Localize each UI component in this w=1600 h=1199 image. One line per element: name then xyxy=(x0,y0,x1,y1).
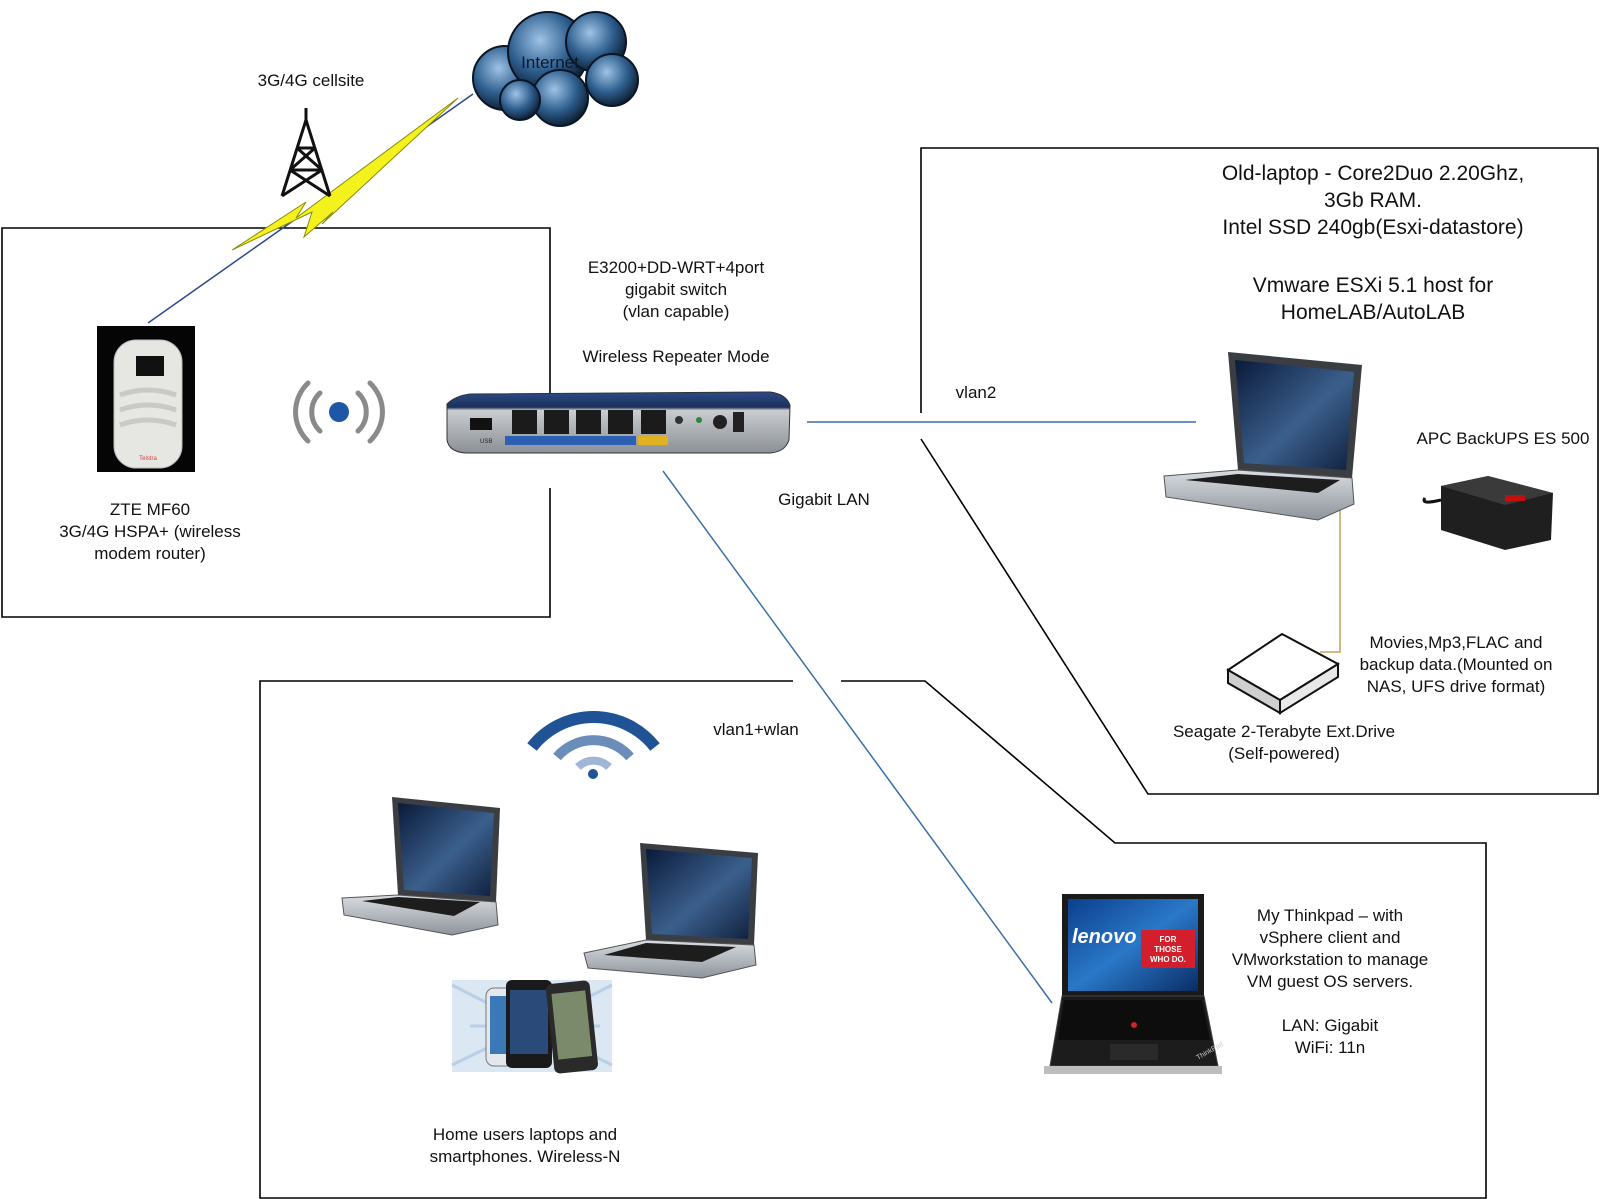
vlan2-label: vlan2 xyxy=(955,383,997,402)
svg-text:USB: USB xyxy=(480,439,492,445)
smartphones-group xyxy=(451,980,613,1074)
router-mode-label: Wireless Repeater Mode xyxy=(582,347,770,366)
thinkpad-label: My Thinkpad – with vSphere client and VM… xyxy=(1231,906,1429,1057)
gigabit-lan-label: Gigabit LAN xyxy=(778,490,870,509)
svg-text:Telstra: Telstra xyxy=(139,456,157,462)
router-device: USB xyxy=(446,391,791,454)
usb-link-line xyxy=(1320,505,1341,653)
router-description: E3200+DD-WRT+4port gigabit switch (vlan … xyxy=(587,258,765,321)
thinkpad-laptop: lenovo FOR THOSE WHO DO. ThinkPad xyxy=(1044,894,1225,1074)
lenovo-brand-text: lenovo xyxy=(1072,926,1136,948)
svg-text:WHO DO.: WHO DO. xyxy=(1150,955,1186,964)
home-laptop-2 xyxy=(583,843,758,979)
svg-text:THOSE: THOSE xyxy=(1154,945,1182,954)
ups-label: APC BackUPS ES 500 xyxy=(1416,429,1590,448)
modem-label: ZTE MF60 3G/4G HSPA+ (wireless modem rou… xyxy=(59,500,241,563)
modem-region-box xyxy=(1,227,551,618)
vlan1-wlan-label: vlan1+wlan xyxy=(713,720,799,739)
media-label: Movies,Mp3,FLAC and backup data.(Mounted… xyxy=(1359,633,1553,696)
internet-cloud-icon xyxy=(472,11,639,127)
svg-text:FOR: FOR xyxy=(1160,935,1177,944)
cellsite-label: 3G/4G cellsite xyxy=(257,71,365,90)
drive-label: Seagate 2-Terabyte Ext.Drive (Self-power… xyxy=(1172,722,1396,763)
seagate-drive-device xyxy=(1226,632,1340,715)
esxi-host-laptop xyxy=(1163,352,1362,521)
home-laptop-1 xyxy=(341,797,500,936)
cell-tower-icon xyxy=(280,108,332,198)
lightning-bolt-icon xyxy=(231,97,459,251)
zte-modem-device: Telstra xyxy=(97,326,195,472)
esxi-host-role: Vmware ESXi 5.1 host for HomeLAB/AutoLAB xyxy=(1252,274,1494,324)
wifi-icon xyxy=(527,710,660,779)
home-users-region-box xyxy=(259,680,1487,1199)
home-users-label: Home users laptops and smartphones. Wire… xyxy=(429,1125,621,1166)
gigabit-lan-link-line xyxy=(662,470,1053,1004)
apc-ups-device xyxy=(1422,476,1553,550)
esxi-host-specs: Old-laptop - Core2Duo 2.20Ghz, 3Gb RAM. … xyxy=(1221,162,1525,239)
esxi-region-box xyxy=(920,147,1599,795)
internet-label: Internet xyxy=(521,53,579,72)
wireless-signal-icon xyxy=(293,380,385,444)
